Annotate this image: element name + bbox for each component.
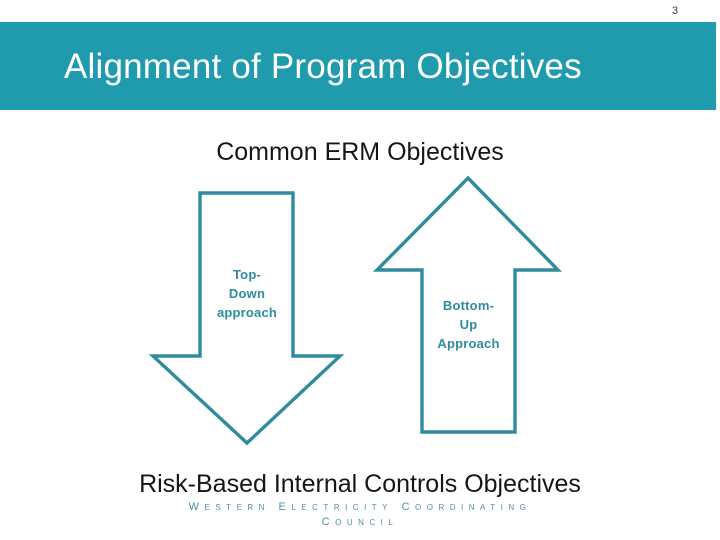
up-arrow-label: Bottom- Up Approach xyxy=(421,296,516,353)
up-arrow-shape xyxy=(372,175,563,434)
down-arrow-label-line3: approach xyxy=(216,305,278,320)
down-arrow-label: Top- Down approach xyxy=(200,265,294,322)
footer-branding: Western Electricity Coordinating Council xyxy=(0,500,720,530)
page-number: 3 xyxy=(671,5,679,17)
footer-line-1: Western Electricity Coordinating xyxy=(188,501,532,513)
page-title: Alignment of Program Objectives xyxy=(64,47,582,86)
headline-common-erm-objectives: Common ERM Objectives xyxy=(216,138,504,166)
up-arrow-label-line3: Approach xyxy=(437,336,500,351)
down-arrow-shape xyxy=(148,191,345,446)
title-banner xyxy=(0,22,716,110)
up-arrow-label-line1: Bottom- xyxy=(442,298,495,313)
footer-line-2: Council xyxy=(321,516,399,528)
headline-risk-based-internal-controls-objectives: Risk-Based Internal Controls Objectives xyxy=(139,470,581,498)
up-arrow-label-line2: Up xyxy=(459,317,478,332)
down-arrow-label-line1: Top- xyxy=(233,267,261,282)
down-arrow-label-line2: Down xyxy=(228,286,266,301)
